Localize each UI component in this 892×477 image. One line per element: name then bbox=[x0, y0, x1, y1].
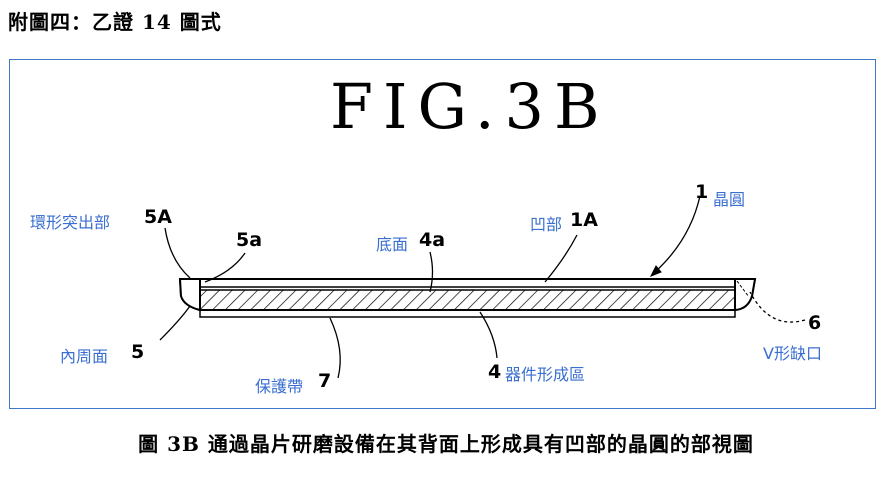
leader-1A bbox=[544, 234, 578, 283]
num-5: 5 bbox=[131, 341, 145, 363]
num-7: 7 bbox=[318, 370, 332, 392]
num-5a: 5a bbox=[236, 229, 263, 251]
num-5A: 5A bbox=[144, 206, 172, 228]
num-1A: 1A bbox=[570, 209, 598, 231]
label-recess: 凹部 bbox=[530, 215, 563, 234]
protective-tape bbox=[199, 309, 736, 318]
leader-4 bbox=[479, 311, 498, 359]
num-6: 6 bbox=[808, 312, 822, 334]
label-v-notch: V形缺口 bbox=[763, 344, 822, 363]
device-region-hatch bbox=[199, 289, 736, 311]
label-wafer: 晶圓 bbox=[713, 190, 746, 209]
label-inner-surface: 內周面 bbox=[60, 347, 109, 366]
label-bottom-face: 底面 bbox=[376, 235, 409, 254]
leader-4a bbox=[429, 251, 434, 293]
figure-frame bbox=[9, 59, 876, 409]
ring-protrusion-left bbox=[178, 278, 201, 312]
leader-5a bbox=[204, 252, 246, 283]
label-ring-protrusion: 環形突出部 bbox=[30, 213, 111, 232]
page-header: 附圖四：乙證 14 圖式 bbox=[8, 10, 222, 34]
num-4: 4 bbox=[488, 361, 502, 383]
figure-caption: 圖 3B 通過晶片研磨設備在其背面上形成具有凹部的晶圓的部視圖 bbox=[138, 432, 754, 456]
leader-6 bbox=[749, 291, 806, 323]
leader-7 bbox=[329, 317, 341, 379]
leader-5A bbox=[164, 227, 191, 279]
num-1: 1 bbox=[695, 181, 709, 203]
leader-1 bbox=[654, 195, 701, 273]
figure-title: FIG.3B bbox=[330, 70, 610, 143]
ring-protrusion-right bbox=[734, 278, 757, 312]
label-device-region: 器件形成區 bbox=[505, 365, 586, 384]
label-tape: 保護帶 bbox=[255, 377, 304, 396]
v-notch-line bbox=[736, 280, 750, 298]
num-4a: 4a bbox=[419, 229, 446, 251]
arrowhead-1 bbox=[649, 265, 662, 277]
leader-5 bbox=[159, 305, 191, 341]
